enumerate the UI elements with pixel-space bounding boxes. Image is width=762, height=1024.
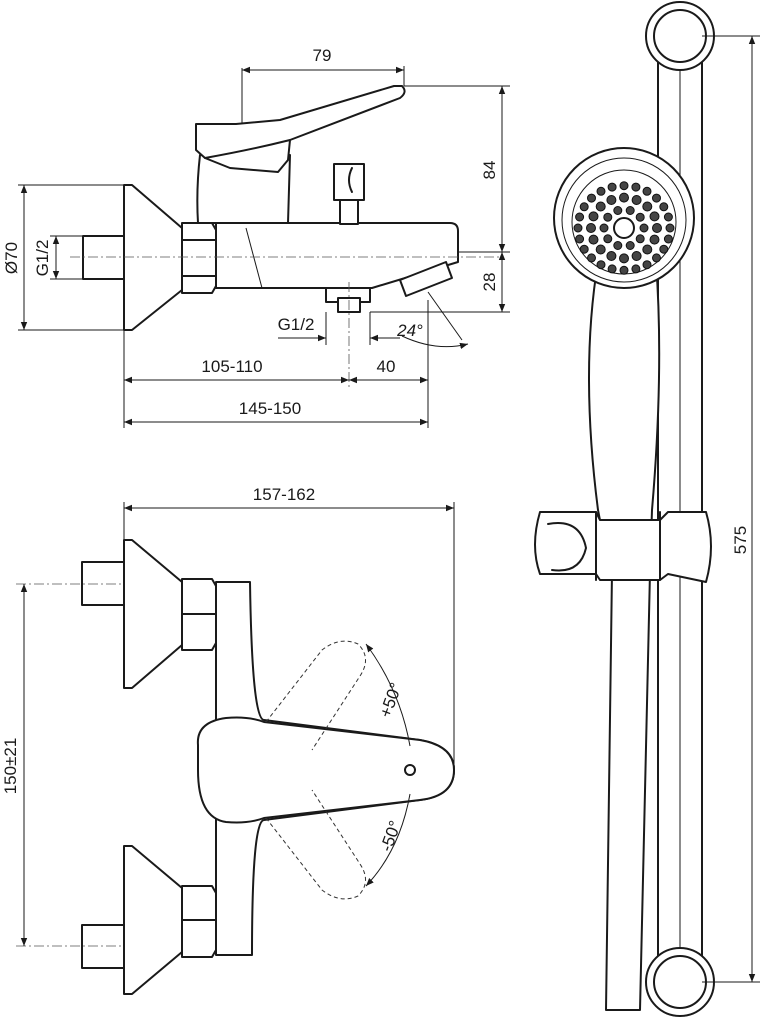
dim-inlet-depth: 105-110 bbox=[201, 357, 262, 376]
dim-lever-height: 84 bbox=[480, 161, 499, 180]
nozzle bbox=[588, 234, 599, 245]
nozzle bbox=[625, 241, 635, 250]
nozzle bbox=[659, 202, 669, 212]
nozzle bbox=[619, 192, 629, 203]
nozzle bbox=[652, 253, 661, 263]
dim-rotate-down: -50° bbox=[377, 818, 406, 854]
nozzle bbox=[573, 223, 583, 233]
lever-position-down bbox=[265, 789, 366, 900]
nozzle bbox=[613, 206, 623, 215]
hex-nut bbox=[181, 222, 217, 294]
dim-inlet-thread: G1/2 bbox=[33, 240, 52, 277]
dim-lever-reach: 79 bbox=[313, 46, 332, 65]
shower-nozzles bbox=[573, 181, 675, 275]
wall-rosette bbox=[123, 184, 183, 331]
dim-rotate-up: +50° bbox=[376, 680, 406, 720]
nozzle bbox=[606, 195, 617, 205]
inlet-lower bbox=[81, 924, 125, 969]
dim-spout-angle: 24° bbox=[396, 321, 423, 340]
hex-nut-lower bbox=[181, 885, 217, 958]
lever-handle bbox=[195, 85, 406, 173]
nozzle bbox=[665, 223, 675, 233]
dim-rail-length: 575 bbox=[731, 526, 750, 554]
nozzle bbox=[587, 253, 596, 263]
nozzle bbox=[607, 264, 617, 274]
nozzle bbox=[663, 212, 673, 222]
nozzle bbox=[606, 251, 617, 261]
side-view: 79 84 28 Ø70 G1/2 G1/2 24° 105- bbox=[2, 46, 510, 428]
nozzle bbox=[579, 202, 589, 212]
dim-outlet-offset: 40 bbox=[377, 357, 396, 376]
nozzle bbox=[652, 193, 661, 203]
nozzle bbox=[575, 212, 585, 222]
lever-top bbox=[196, 716, 455, 824]
nozzle bbox=[642, 201, 653, 212]
nozzle bbox=[639, 223, 649, 233]
nozzle bbox=[619, 253, 629, 264]
shower-rail-view: 575 bbox=[534, 1, 760, 1017]
top-view: +50° -50° 157-162 150±21 bbox=[1, 485, 455, 995]
nozzle bbox=[625, 206, 635, 215]
dim-outlet-thread: G1/2 bbox=[278, 315, 315, 334]
nozzle bbox=[631, 195, 642, 205]
nozzle bbox=[613, 241, 623, 250]
nozzle bbox=[579, 244, 589, 254]
nozzle bbox=[663, 234, 673, 244]
rosette-lower bbox=[123, 845, 183, 995]
nozzle bbox=[649, 234, 660, 245]
nozzle bbox=[631, 182, 641, 192]
nozzle bbox=[575, 234, 585, 244]
nozzle bbox=[596, 260, 606, 270]
dim-inlet-spacing: 150±21 bbox=[1, 738, 20, 795]
dim-rosette-diameter: Ø70 bbox=[2, 242, 21, 274]
nozzle bbox=[659, 244, 669, 254]
nozzle bbox=[652, 223, 662, 233]
nozzle bbox=[642, 186, 652, 196]
shower-hose bbox=[605, 571, 651, 1011]
nozzle bbox=[595, 244, 606, 255]
nozzle bbox=[603, 212, 613, 222]
nozzle bbox=[649, 211, 660, 222]
nozzle bbox=[595, 201, 606, 212]
nozzle bbox=[619, 265, 629, 275]
nozzle bbox=[642, 260, 652, 270]
nozzle bbox=[607, 182, 617, 192]
dim-total-depth-top: 157-162 bbox=[253, 485, 315, 504]
nozzle bbox=[587, 193, 596, 203]
shower-holder bbox=[534, 511, 712, 583]
rosette-upper bbox=[123, 539, 183, 689]
dim-total-depth: 145-150 bbox=[239, 399, 301, 418]
nozzle bbox=[588, 211, 599, 222]
lever-position-up bbox=[265, 640, 366, 751]
nozzle bbox=[635, 234, 645, 244]
nozzle bbox=[631, 264, 641, 274]
nozzle bbox=[635, 212, 645, 222]
spout-outlet bbox=[399, 261, 453, 297]
nozzle bbox=[586, 223, 596, 233]
nozzle bbox=[596, 186, 606, 196]
nozzle bbox=[631, 251, 642, 261]
nozzle bbox=[599, 223, 609, 233]
nozzle bbox=[603, 234, 613, 244]
inlet-upper bbox=[81, 561, 125, 606]
dim-spout-height: 28 bbox=[480, 273, 499, 292]
inlet-connector bbox=[82, 235, 125, 280]
nozzle bbox=[619, 181, 629, 191]
nozzle bbox=[642, 244, 653, 255]
